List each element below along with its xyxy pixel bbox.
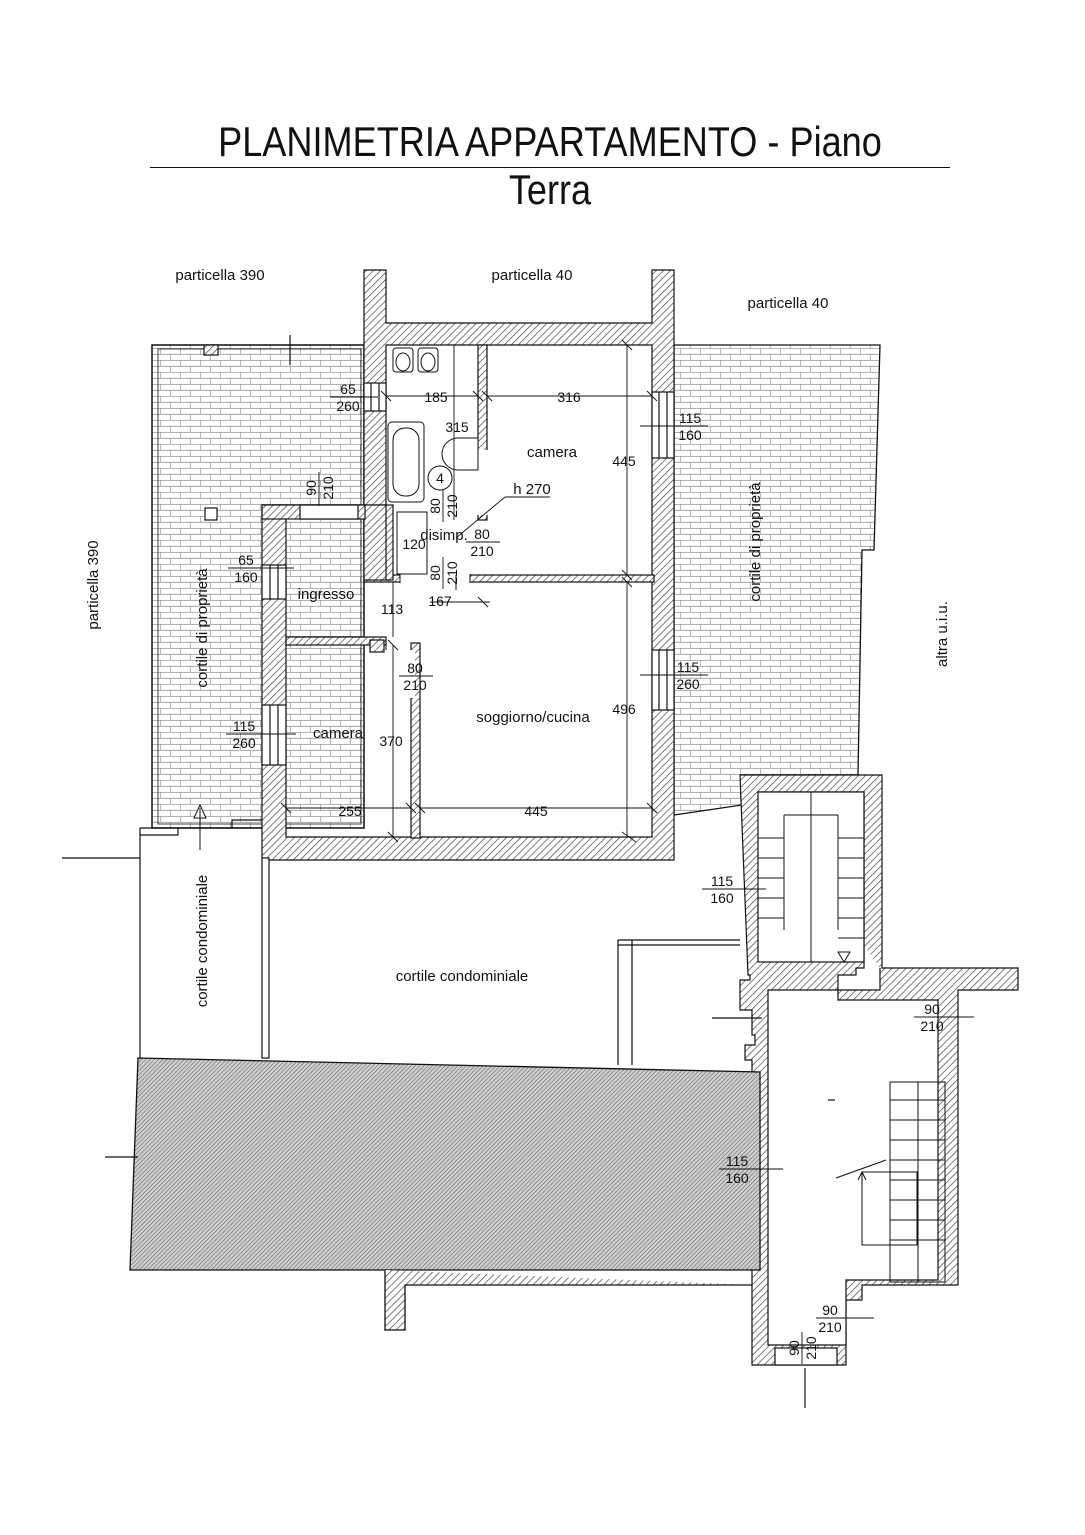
- room-dimensions: 185 316 315 445 120 113 167 370 496 255 …: [338, 389, 636, 819]
- area-labels: cortile di proprietà cortile di propriet…: [194, 482, 764, 1008]
- svg-text:210: 210: [470, 543, 494, 559]
- svg-text:210: 210: [803, 1336, 819, 1360]
- svg-text:210: 210: [920, 1018, 944, 1034]
- parcel-390-left: particella 390: [85, 540, 102, 629]
- svg-text:115: 115: [726, 1153, 749, 1169]
- opening-label: 90 210: [303, 472, 336, 506]
- dim-255: 255: [338, 803, 362, 819]
- room-ingresso: ingresso: [298, 586, 355, 603]
- condo-courtyard-main-label: cortile condominiale: [396, 968, 529, 985]
- dim-315: 315: [445, 419, 469, 435]
- parcel-labels: particella 390 particella 40 particella …: [85, 267, 951, 667]
- ceiling-height-label: h 270: [513, 481, 551, 498]
- svg-text:160: 160: [725, 1170, 749, 1186]
- svg-text:210: 210: [444, 494, 460, 518]
- bath-marker: 4: [436, 470, 444, 486]
- section-lines: [62, 335, 835, 1408]
- svg-text:90: 90: [822, 1302, 838, 1318]
- svg-text:80: 80: [407, 660, 423, 676]
- room-labels: camera ingresso disimp. camera soggiorno…: [298, 444, 591, 742]
- opening-label: 80 210: [399, 660, 433, 693]
- dim-120: 120: [402, 536, 426, 552]
- opening-label: 80 210: [427, 490, 460, 522]
- opening-label: 65 160: [228, 552, 294, 585]
- svg-text:260: 260: [336, 398, 360, 414]
- svg-text:115: 115: [679, 410, 702, 426]
- svg-text:80: 80: [427, 565, 443, 581]
- svg-text:210: 210: [818, 1319, 842, 1335]
- condo-walls: [139, 774, 1019, 1366]
- svg-text:90: 90: [786, 1340, 802, 1356]
- opening-label: 115 160: [640, 410, 708, 443]
- opening-label: 115 160: [702, 873, 766, 906]
- svg-text:160: 160: [678, 427, 702, 443]
- svg-text:260: 260: [232, 735, 256, 751]
- svg-text:210: 210: [444, 561, 460, 585]
- courtyard-right-paving: [673, 344, 881, 816]
- dim-167: 167: [428, 593, 452, 609]
- dimension-lines: [280, 339, 658, 843]
- opening-label: 90 210: [786, 1332, 819, 1364]
- opening-label: 115 160: [719, 1153, 783, 1186]
- courtyard-left-paving: [151, 344, 365, 829]
- svg-text:65: 65: [340, 381, 356, 397]
- svg-text:80: 80: [427, 498, 443, 514]
- room-disimpegno: disimp.: [420, 527, 468, 544]
- condo-courtyard-vertical-label: cortile condominiale: [194, 875, 211, 1008]
- parcel-40-top: particella 40: [492, 267, 573, 284]
- dim-370: 370: [379, 733, 403, 749]
- svg-text:115: 115: [677, 659, 700, 675]
- dim-496: 496: [612, 701, 636, 717]
- courtyard-left-label: cortile di proprietà: [194, 568, 211, 688]
- opening-labels: 65 260 115 160 90 210 80 210 80 210 80 2…: [226, 381, 974, 1364]
- opening-label: 90 210: [816, 1302, 874, 1335]
- parcel-390-top: particella 390: [175, 267, 264, 284]
- title-underline: [150, 167, 950, 168]
- stairs: [757, 791, 946, 1283]
- opening-label: 115 260: [226, 718, 296, 751]
- svg-text:160: 160: [710, 890, 734, 906]
- svg-text:80: 80: [474, 526, 490, 542]
- room-soggiorno: soggiorno/cucina: [476, 709, 590, 726]
- dim-316: 316: [557, 389, 581, 405]
- opening-label: 90 210: [914, 1001, 974, 1034]
- storage-block: [129, 1057, 761, 1331]
- svg-text:90: 90: [924, 1001, 940, 1017]
- svg-text:90: 90: [303, 480, 319, 496]
- bathroom-fixtures: [387, 347, 479, 575]
- door-openings: [385, 450, 488, 698]
- page-title: PLANIMETRIA APPARTAMENTO - Piano Terra: [218, 118, 882, 213]
- svg-text:160: 160: [234, 569, 258, 585]
- opening-label: 80 210: [466, 526, 500, 559]
- other-unit-label: altra u.i.u.: [934, 601, 951, 667]
- entrance-arrow-icon: [193, 803, 207, 850]
- dim-445-horizontal: 445: [524, 803, 548, 819]
- svg-text:260: 260: [676, 676, 700, 692]
- dim-113: 113: [381, 601, 404, 617]
- opening-label: 65 260: [330, 381, 378, 414]
- room-camera-bottom: camera: [313, 725, 364, 742]
- opening-label: 80 210: [427, 557, 460, 589]
- svg-text:115: 115: [711, 873, 734, 889]
- opening-label: 115 260: [640, 659, 708, 692]
- door-lines: [385, 574, 471, 650]
- svg-text:210: 210: [403, 677, 427, 693]
- dim-445-vertical: 445: [612, 453, 636, 469]
- courtyard-right-label: cortile di proprietà: [747, 482, 764, 602]
- dim-185: 185: [424, 389, 448, 405]
- parcel-40-right: particella 40: [748, 295, 829, 312]
- svg-text:65: 65: [238, 552, 254, 568]
- svg-text:210: 210: [320, 476, 336, 500]
- svg-text:115: 115: [233, 718, 256, 734]
- room-camera-top: camera: [527, 444, 578, 461]
